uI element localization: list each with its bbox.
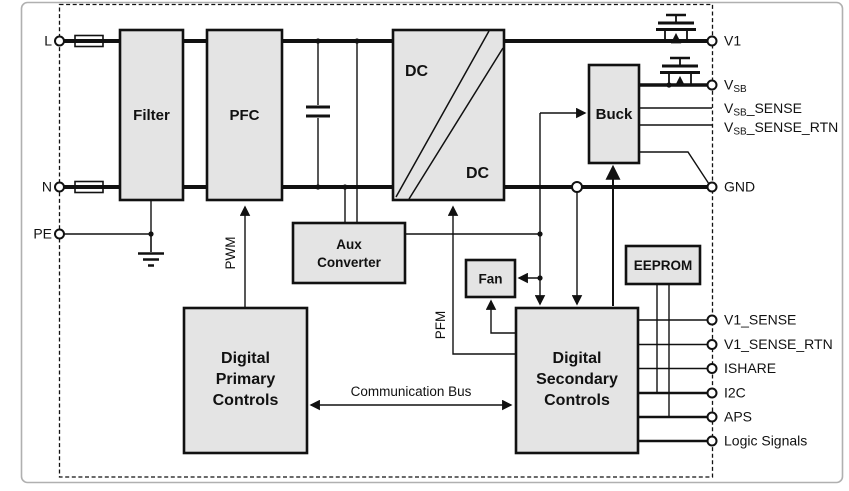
terminal-VSB-SENSE-label: VSB_SENSE (724, 100, 802, 119)
wire-vsb-sense (639, 107, 712, 126)
secondary-label-line1: Digital (553, 350, 602, 367)
terminal-V1-SENSE-label: V1_SENSE (724, 312, 796, 328)
terminal-GND: GND (706, 179, 755, 195)
digital-secondary-controls-block: Digital Secondary Controls (514, 306, 640, 455)
outer-frame (20, 1, 844, 484)
isolation-diagonal-icon (395, 30, 504, 200)
pfc-block: PFC (205, 28, 284, 202)
terminal-PE-label: PE (33, 226, 52, 242)
terminal-I2C-label: I2C (724, 385, 746, 401)
terminal-N: N (42, 179, 65, 195)
filter-block: Filter (118, 28, 185, 202)
fuse-icon (74, 34, 104, 48)
terminal-V1-SENSE: V1_SENSE (706, 312, 796, 328)
terminal-VSB-SENSE-RTN-label: VSB_SENSE_RTN (724, 119, 838, 138)
terminal-VSB-label: VSB (724, 77, 747, 96)
primary-label-line3: Controls (213, 392, 279, 409)
terminal-I2C: I2C (706, 385, 746, 401)
primary-label-line1: Digital (221, 350, 270, 367)
primary-label-line2: Primary (216, 371, 276, 388)
eeprom-label: EEPROM (634, 258, 693, 273)
wire-digital-signals (638, 391, 708, 443)
aux-converter-block: Aux Converter (291, 221, 407, 285)
filter-label: Filter (133, 107, 170, 124)
secondary-label-line2: Secondary (536, 371, 618, 388)
wire-pfm (447, 205, 516, 355)
fan-block: Fan (464, 258, 517, 299)
terminal-VSB-SENSE: VSB_SENSE (724, 100, 802, 119)
terminal-APS-label: APS (724, 409, 752, 425)
wire-aux-input (342, 38, 360, 223)
terminal-L: L (44, 33, 65, 49)
wire-sense-signals (638, 319, 708, 370)
terminal-V1-SENSE-RTN: V1_SENSE_RTN (706, 336, 833, 352)
communication-bus-label: Communication Bus (351, 384, 472, 399)
pfm-label: PFM (433, 311, 448, 340)
terminal-VSB-SENSE-RTN: VSB_SENSE_RTN (724, 119, 838, 138)
wire-vsb (639, 82, 708, 88)
wire-pe (63, 200, 154, 237)
digital-primary-controls-block: Digital Primary Controls (182, 306, 309, 455)
terminal-ISHARE-label: ISHARE (724, 360, 776, 376)
terminal-V1-SENSE-RTN-label: V1_SENSE_RTN (724, 336, 833, 352)
eeprom-block: EEPROM (624, 244, 702, 286)
mosfet-icon (656, 13, 696, 44)
terminal-APS: APS (706, 409, 752, 425)
current-sensor-icon (571, 181, 583, 193)
pwm-label: PWM (223, 237, 238, 270)
dc-top-label: DC (405, 63, 429, 80)
fan-label: Fan (478, 272, 502, 287)
terminal-V1-label: V1 (724, 33, 741, 49)
wire-fan-drive (485, 299, 516, 334)
wire-aux-output (405, 107, 587, 306)
earth-ground-icon (138, 234, 164, 267)
wire-buck-gnd (639, 151, 710, 185)
psu-dashed-boundary (58, 3, 714, 478)
terminal-GND-label: GND (724, 179, 755, 195)
dc-bottom-label: DC (466, 165, 490, 182)
terminal-VSB: VSB (706, 77, 747, 96)
terminal-ISHARE: ISHARE (706, 360, 776, 376)
secondary-label-line3: Controls (544, 392, 610, 409)
terminal-V1: V1 (706, 33, 741, 49)
aux-label-line1: Aux (336, 237, 362, 252)
fuse-icon (74, 180, 104, 194)
terminal-L-label: L (44, 33, 52, 49)
buck-block: Buck (587, 63, 641, 165)
terminal-Logic-Signals: Logic Signals (706, 433, 807, 449)
aux-label-line2: Converter (317, 255, 382, 270)
wire-eeprom (656, 284, 670, 417)
terminal-PE: PE (33, 226, 65, 242)
terminal-Logic-Signals-label: Logic Signals (724, 433, 807, 449)
pfc-label: PFC (230, 107, 260, 124)
mosfet-icon (660, 56, 700, 87)
buck-label: Buck (596, 106, 633, 123)
capacitor-icon (306, 38, 330, 190)
dcdc-converter-block: DC DC (391, 28, 506, 202)
wire-current-sense (571, 181, 583, 306)
terminal-N-label: N (42, 179, 52, 195)
